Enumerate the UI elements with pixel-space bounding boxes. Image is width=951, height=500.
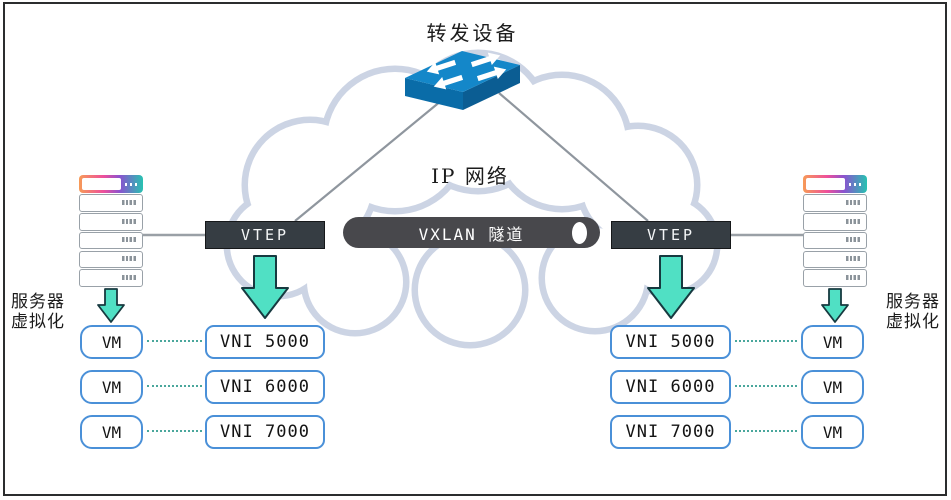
forwarding-device-label: 转发设备 [426, 21, 519, 45]
vni-box: VNI 7000 [205, 415, 325, 449]
vm-box: VM [801, 370, 864, 404]
diagram-border [3, 2, 947, 496]
server-virtualization-label-left: 服务器 虚拟化 [5, 292, 71, 332]
link-switch-to-right-vtep [498, 92, 649, 222]
server-top-panel [79, 175, 143, 193]
server-top-panel [803, 175, 867, 193]
label-line: 服务器 [11, 292, 65, 312]
vm-vni-dotted-connector [147, 385, 202, 387]
vni-box: VNI 6000 [205, 370, 325, 404]
vm-box: VM [80, 325, 143, 359]
vni-box: VNI 6000 [610, 370, 731, 404]
label-line: 虚拟化 [11, 312, 65, 332]
vxlan-tunnel-pill: VXLAN 隧道 [343, 217, 600, 248]
down-arrow-icon-right-vtep [647, 255, 695, 319]
server-icon-left [79, 175, 143, 287]
vtep-right-box: VTEP [611, 221, 731, 249]
vm-vni-dotted-connector [147, 340, 202, 342]
tunnel-endcap-icon [572, 221, 587, 244]
vm-vni-dotted-connector [735, 340, 797, 342]
label-line: 服务器 [886, 292, 940, 312]
switch-icon [405, 51, 520, 110]
vm-vni-dotted-connector [147, 430, 202, 432]
switch-arrows-glyph [426, 52, 507, 90]
server-virtualization-label-right: 服务器 虚拟化 [880, 292, 946, 332]
vm-box: VM [801, 325, 864, 359]
vm-box: VM [801, 415, 864, 449]
vni-box: VNI 7000 [610, 415, 731, 449]
vni-box: VNI 5000 [610, 325, 731, 359]
vtep-left-box: VTEP [205, 221, 325, 249]
server-icon-right [803, 175, 867, 287]
ip-network-label: IP 网络 [431, 164, 509, 188]
label-line: 虚拟化 [886, 312, 940, 332]
vxlan-tunnel-label: VXLAN 隧道 [418, 224, 525, 244]
vni-box: VNI 5000 [205, 325, 325, 359]
down-arrow-icon-right-server [821, 288, 849, 323]
down-arrow-icon-left-server [97, 288, 125, 323]
vm-box: VM [80, 415, 143, 449]
vm-vni-dotted-connector [735, 385, 797, 387]
down-arrow-icon-left-vtep [241, 255, 289, 319]
link-switch-to-left-vtep [294, 95, 448, 222]
vm-vni-dotted-connector [735, 430, 797, 432]
vm-box: VM [80, 370, 143, 404]
